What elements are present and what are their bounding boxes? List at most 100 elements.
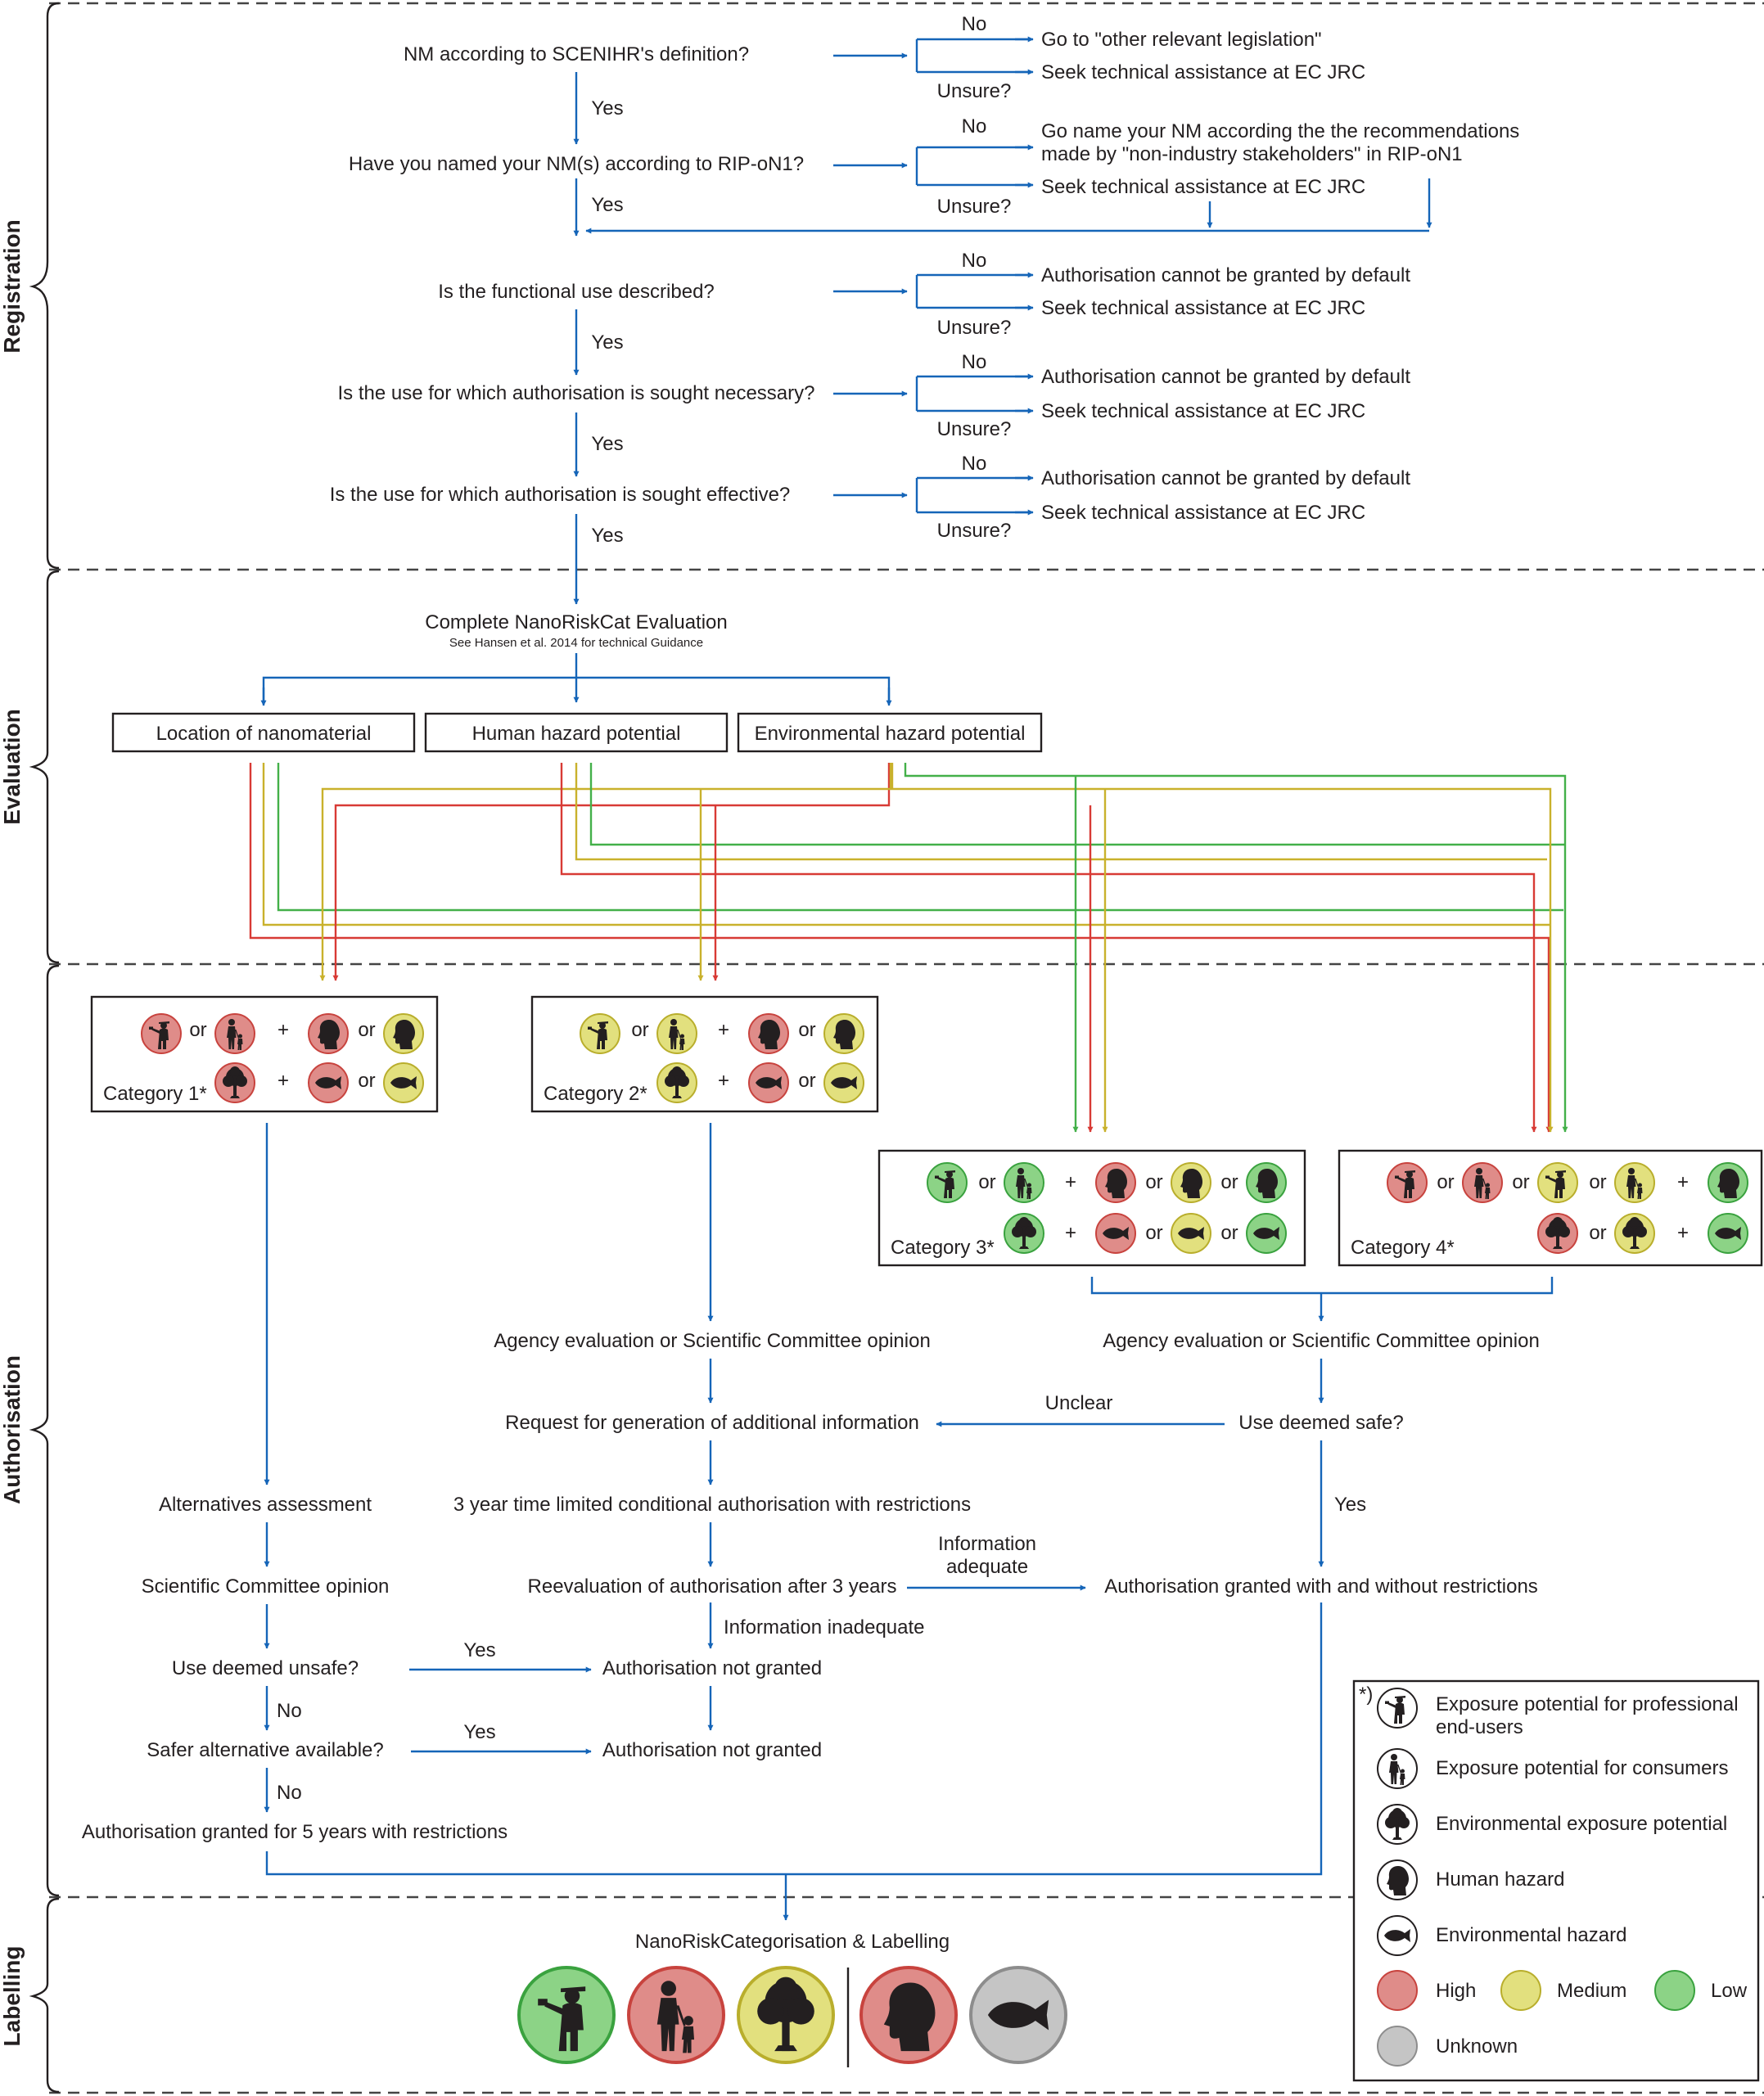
or-label: or [1145, 1222, 1162, 1244]
label-unsure: Unsure? [937, 80, 1012, 102]
no-label: No [277, 1700, 302, 1722]
plus-label: + [718, 1019, 729, 1041]
or-label: or [1512, 1171, 1529, 1193]
consumer-icon [1614, 1162, 1655, 1203]
human-hazard-icon [308, 1013, 349, 1054]
consumer-icon [656, 1013, 697, 1054]
labelling-section: NanoRiskCategorisation & Labelling [517, 1931, 1067, 2067]
legend-unknown: Unknown [1436, 2035, 1518, 2058]
not-granted-1: Authorisation not granted [602, 1657, 822, 1679]
legend-high-swatch [1377, 1970, 1418, 2011]
environmental-hazard-icon [1171, 1213, 1211, 1254]
box-human-hazard-potential [424, 712, 729, 753]
professional-icon [580, 1013, 620, 1054]
legend-high: High [1436, 1980, 1476, 2002]
box-human-label: Human hazard potential [472, 723, 681, 745]
environment-exposure-icon [656, 1062, 697, 1103]
safer-alternative: Safer alternative available? [147, 1739, 384, 1761]
action-cannot-grant: Authorisation cannot be granted by defau… [1041, 264, 1410, 286]
environmental-hazard-icon [308, 1062, 349, 1103]
legend-low: Low [1711, 1980, 1748, 2002]
label-yes: Yes [591, 97, 623, 119]
category-2-label: Category 2* [544, 1083, 647, 1105]
action-seek-assistance: Seek technical assistance at EC JRC [1041, 297, 1365, 319]
legend-medium: Medium [1557, 1980, 1626, 2002]
consumer-icon [1004, 1162, 1044, 1203]
human-hazard-icon [748, 1013, 789, 1054]
box-environment-label: Environmental hazard potential [755, 723, 1026, 745]
label-yes: Yes [591, 433, 623, 455]
legend-environment-exposure-icon [1377, 1804, 1418, 1845]
question-scenihr-definition: NM according to SCENIHR's definition? [404, 43, 749, 65]
category-4-icons: or or or + Category 4* or + [1351, 1162, 1748, 1259]
yes-label: Yes [1334, 1494, 1366, 1516]
legend-medium-swatch [1500, 1970, 1541, 2011]
unclear-label: Unclear [1045, 1392, 1113, 1414]
authorisation-brace [29, 964, 60, 1897]
label-yes: Yes [591, 331, 623, 354]
environment-exposure-icon [1537, 1213, 1578, 1254]
legend-box [1352, 1679, 1760, 2082]
or-label: or [1589, 1222, 1606, 1244]
section-label-authorisation: Authorisation [0, 1355, 25, 1504]
label-yes: Yes [591, 194, 623, 216]
category-3-icons: or + or or Category 3* + or or [891, 1162, 1287, 1259]
environmental-hazard-icon [748, 1062, 789, 1103]
section-label-labelling: Labelling [0, 1946, 25, 2047]
info-inadequate-label: Information inadequate [724, 1616, 925, 1638]
label-unsure: Unsure? [937, 520, 1012, 542]
use-deemed-unsafe: Use deemed unsafe? [172, 1657, 359, 1679]
box-environmental-hazard-potential [737, 712, 1043, 753]
label-unsure: Unsure? [937, 418, 1012, 440]
action-name-nm-line1: Go name your NM according the the recomm… [1041, 120, 1519, 142]
info-adequate-line2: adequate [946, 1556, 1028, 1578]
yes-label: Yes [463, 1721, 495, 1743]
action-cannot-grant: Authorisation cannot be granted by defau… [1041, 366, 1410, 388]
action-cannot-grant: Authorisation cannot be granted by defau… [1041, 467, 1410, 489]
legend-marker: *) [1359, 1684, 1373, 1706]
environmental-hazard-icon [823, 1062, 864, 1103]
plus-label: + [1065, 1222, 1076, 1244]
legend-consumers: Exposure potential for consumers [1436, 1757, 1729, 1779]
section-braces [29, 2, 60, 2094]
agency-evaluation-left: Agency evaluation or Scientific Committe… [494, 1330, 931, 1352]
human-hazard-icon [1095, 1162, 1136, 1203]
consumer-icon [214, 1013, 255, 1054]
plus-label: + [718, 1070, 729, 1092]
label-environment-exposure-icon [737, 1966, 835, 2064]
or-label: or [1220, 1171, 1238, 1193]
environment-exposure-icon [1004, 1213, 1044, 1254]
legend: *) Exposure potential for professional e… [1352, 1679, 1760, 2082]
granted-5-years: Authorisation granted for 5 years with r… [82, 1821, 508, 1843]
legend-unknown-swatch [1377, 2026, 1418, 2067]
agency-evaluation-right: Agency evaluation or Scientific Committe… [1103, 1330, 1540, 1352]
box-location-label: Location of nanomaterial [156, 723, 372, 745]
evaluation-title: Complete NanoRiskCat Evaluation [425, 611, 728, 633]
plus-label: + [1677, 1222, 1689, 1244]
label-no: No [962, 250, 987, 272]
label-unsure: Unsure? [937, 196, 1012, 218]
legend-environmental-exposure: Environmental exposure potential [1436, 1813, 1727, 1835]
environmental-hazard-icon [1246, 1213, 1287, 1254]
professional-icon [1537, 1162, 1578, 1203]
category-1-label: Category 1* [103, 1083, 207, 1105]
conditional-authorisation: 3 year time limited conditional authoris… [453, 1494, 971, 1516]
environment-exposure-icon [214, 1062, 255, 1103]
human-hazard-icon [1708, 1162, 1748, 1203]
label-environmental-hazard-icon [969, 1966, 1067, 2064]
or-label: or [631, 1019, 648, 1041]
not-granted-2: Authorisation not granted [602, 1739, 822, 1761]
registration-flow: NM according to SCENIHR's definition? No… [330, 13, 1519, 605]
legend-professional-icon [1377, 1688, 1418, 1729]
category-boxes: or + or Category 1* + or or + or Categor… [90, 995, 1763, 1267]
or-label: or [1589, 1171, 1606, 1193]
professional-icon [927, 1162, 968, 1203]
registration-brace [29, 2, 60, 570]
plus-label: + [1677, 1171, 1689, 1193]
category-2-box [530, 995, 879, 1113]
question-rip-on1-naming: Have you named your NM(s) according to R… [349, 153, 804, 175]
category-3-label: Category 3* [891, 1237, 995, 1259]
question-use-effective: Is the use for which authorisation is so… [330, 484, 791, 506]
no-label: No [277, 1782, 302, 1804]
granted-with-without: Authorisation granted with and without r… [1104, 1575, 1538, 1598]
